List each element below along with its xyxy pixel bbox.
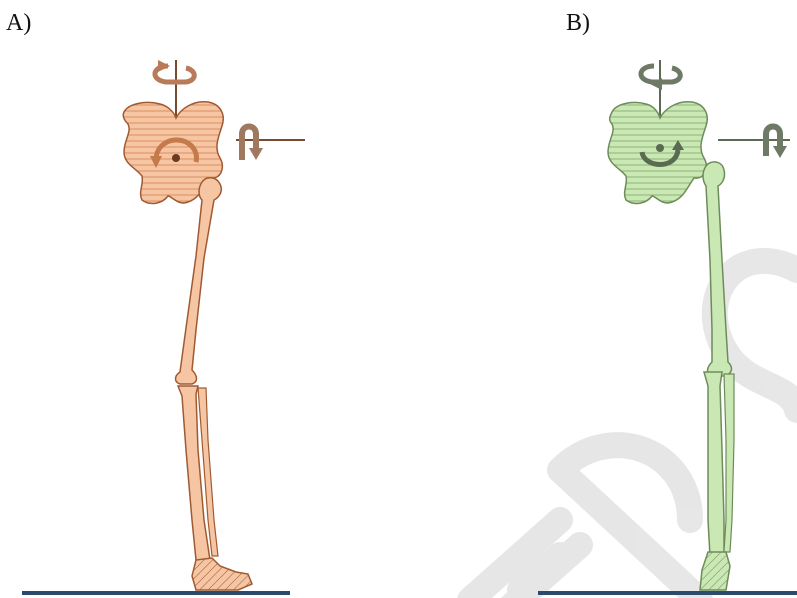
fibula-b [724, 374, 734, 552]
watermark [470, 261, 797, 598]
watermark-letter-e [470, 520, 580, 598]
watermark-letter-d [560, 445, 700, 598]
tibia-b [704, 372, 724, 561]
foot-b [700, 552, 730, 590]
femur-a [176, 178, 222, 384]
hip-joint-dot-b [656, 144, 664, 152]
foot-a [192, 558, 252, 590]
pelvis-b [608, 102, 707, 204]
hip-joint-dot-a [172, 154, 180, 162]
sagittal-rotation-arrowhead-a [249, 148, 263, 160]
panel-a-skeleton [22, 60, 305, 593]
transverse-rotation-arrowhead-a [158, 60, 170, 72]
sagittal-rotation-arrowhead-b [773, 146, 787, 158]
panel-b-skeleton [538, 60, 797, 593]
